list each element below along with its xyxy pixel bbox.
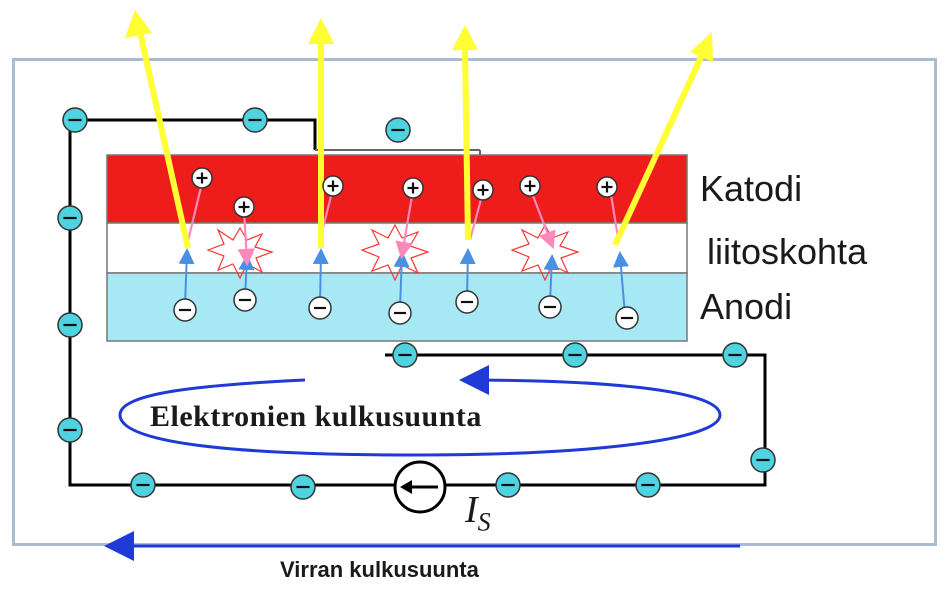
burst-1 — [206, 226, 274, 280]
wire-electron-icon — [562, 342, 588, 368]
wire-electron-icon — [62, 107, 88, 133]
electron-flow-loop — [118, 365, 722, 457]
hole-plus-icon — [596, 176, 618, 198]
wire-electron-icon — [57, 417, 83, 443]
anode-label: Anodi — [700, 286, 793, 327]
cathode-label: Katodi — [700, 168, 803, 209]
hole-plus-icon — [519, 175, 541, 197]
current-source-label: IS — [465, 488, 491, 538]
hole-plus-icon — [322, 175, 344, 197]
wire-electron-icon — [385, 117, 411, 143]
wire-electron-icon — [495, 472, 521, 498]
current-flow-label: Virran kulkusuunta — [280, 557, 479, 582]
wire-electron-icon — [392, 342, 418, 368]
photon-2 — [308, 18, 334, 248]
wire-electron-icon — [242, 107, 268, 133]
holes — [191, 167, 618, 218]
cathode-layer — [106, 154, 688, 224]
hole-plus-icon — [472, 179, 494, 201]
electron-flow-label: Elektronien kulkusuunta — [150, 400, 482, 433]
photon-4 — [612, 32, 713, 247]
electron-minus-icon — [538, 295, 562, 319]
wire-electron-icon — [290, 474, 316, 500]
electron-minus-icon — [615, 306, 639, 330]
electron-minus-icon — [455, 290, 479, 314]
wire-electron-icon — [57, 205, 83, 231]
wire-electron-icon — [130, 472, 156, 498]
electron-minus-icon — [233, 288, 257, 312]
junction-label: liitoskohta — [707, 231, 868, 272]
current-subscript: S — [477, 507, 491, 537]
junction-layer — [106, 222, 688, 274]
photon-3 — [452, 25, 478, 241]
photon-1 — [125, 10, 191, 249]
electron-minus-icon — [173, 298, 197, 322]
wire-electron-icon — [722, 342, 748, 368]
hole-plus-icon — [233, 196, 255, 218]
electron-minus-icon — [308, 296, 332, 320]
wire-electron-icon — [57, 312, 83, 338]
wire-electron-icon — [635, 472, 661, 498]
anode-electrons — [173, 288, 639, 330]
electron-minus-icon — [388, 301, 412, 325]
hole-plus-icon — [191, 167, 213, 189]
photon-arrows — [125, 10, 713, 249]
hole-plus-icon — [402, 177, 424, 199]
burst-3 — [510, 223, 580, 282]
current-source — [393, 460, 447, 514]
wire-electron-icon — [750, 447, 776, 473]
current-symbol: I — [465, 489, 478, 531]
wire-electrons — [57, 107, 776, 500]
